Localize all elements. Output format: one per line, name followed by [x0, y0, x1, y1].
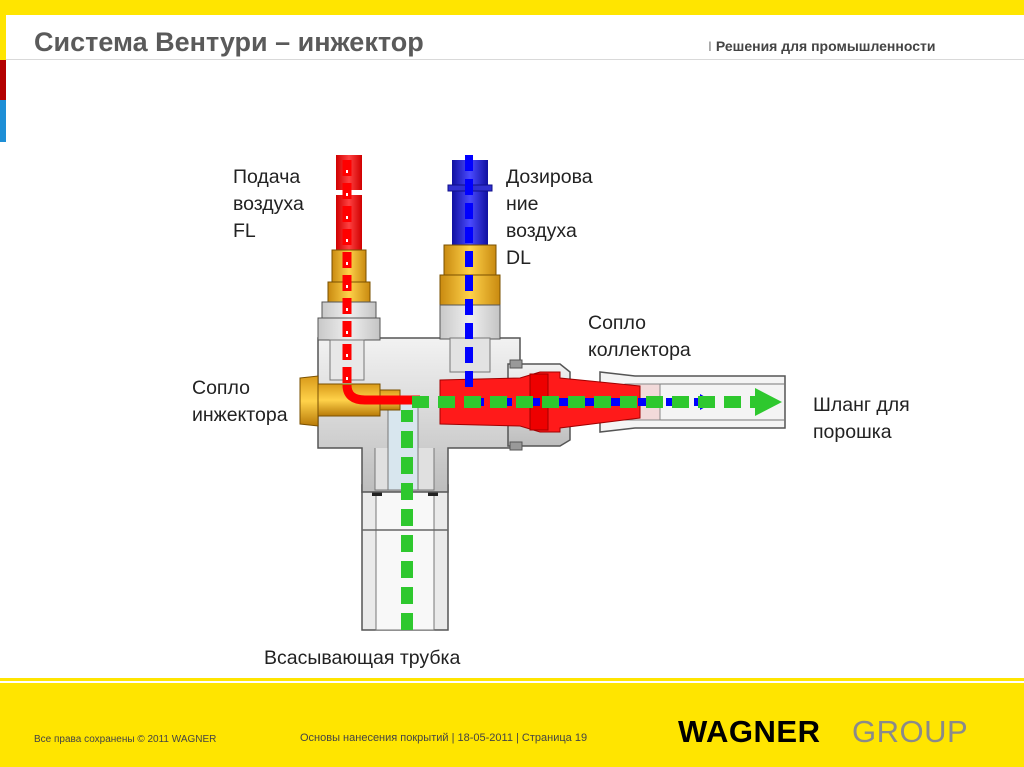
label-injector-nozzle-line: инжектора [192, 404, 288, 426]
footer-copyright: Все права сохранены © 2011 WAGNER [34, 734, 217, 745]
section-title: Решения для промышленности [715, 38, 936, 54]
label-air-supply: Подача воздуха FL [233, 164, 304, 245]
page-title: Система Вентури – инжектор [34, 27, 424, 57]
label-dosing-air-line: DL [506, 247, 531, 269]
logo: WAGNER GROUP [676, 700, 1006, 758]
air-supply-flow [342, 160, 420, 405]
label-dosing-air-line: Дозирова [506, 166, 593, 188]
title-band [0, 15, 1024, 60]
label-collector-nozzle-line: коллектора [588, 339, 691, 361]
title-divider [6, 59, 1024, 60]
label-powder-hose-line: порошка [813, 421, 892, 443]
label-powder-hose: Шланг для порошка [813, 392, 910, 446]
label-air-supply-line: FL [233, 220, 256, 242]
footer-top-line [0, 678, 1024, 681]
footer [0, 683, 1024, 767]
label-dosing-air: Дозирова ние воздуха DL [506, 164, 593, 272]
logo-text-bold: WAGNER [678, 714, 821, 749]
label-air-supply-line: воздуха [233, 193, 304, 215]
footer-info: Основы нанесения покрытий | 18-05-2011 |… [300, 732, 588, 744]
top-accent-bar [0, 0, 1024, 15]
side-stripe-red [0, 60, 6, 100]
side-stripe-blue [0, 100, 6, 142]
header-separator: I [708, 38, 712, 54]
label-dosing-air-line: ние [506, 193, 539, 215]
label-dosing-air-line: воздуха [506, 220, 577, 242]
label-collector-nozzle: Сопло коллектора [588, 310, 691, 364]
logo-text-light: GROUP [852, 714, 969, 749]
powder-flow [401, 388, 782, 630]
label-suction-tube: Всасывающая трубка [264, 647, 461, 669]
label-air-supply-line: Подача [233, 166, 301, 188]
label-injector-nozzle-line: Сопло [192, 377, 250, 399]
label-injector-nozzle: Сопло инжектора [192, 375, 288, 429]
label-collector-nozzle-line: Сопло [588, 312, 646, 334]
side-stripe-yellow [0, 15, 6, 60]
suction-tube [361, 484, 449, 631]
label-powder-hose-line: Шланг для [813, 394, 910, 416]
